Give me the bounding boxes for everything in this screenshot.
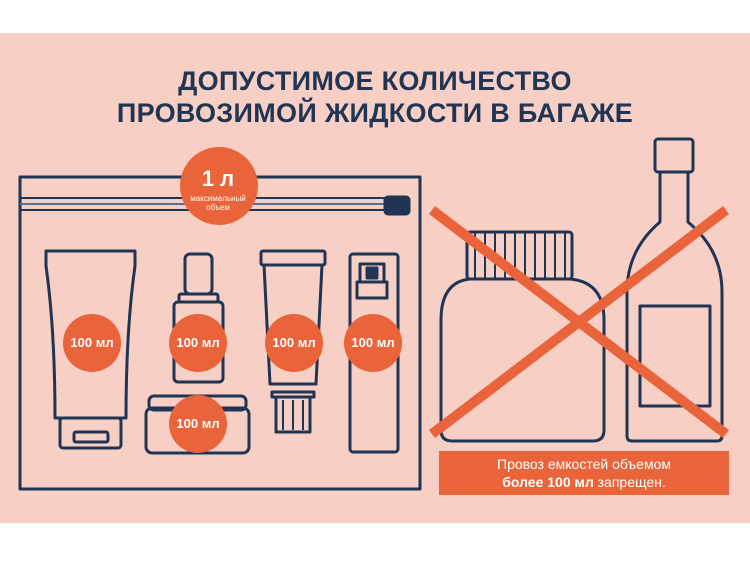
warning-rest: запрещен.	[593, 474, 666, 490]
title-line-2: ПРОВОЗИМОЙ ЖИДКОСТИ В БАГАЖЕ	[116, 98, 634, 128]
liter-caption-line-2: объем	[206, 203, 230, 212]
tube-icon	[44, 249, 137, 450]
liter-caption-line-1: максимальный	[190, 194, 246, 203]
large-bottle-icon	[625, 137, 724, 443]
warning-line-1: Провоз емкостей объемом	[497, 456, 671, 472]
volume-label: 100 мл	[70, 335, 114, 350]
volume-label: 100 мл	[176, 416, 220, 431]
title-line-1: ДОПУСТИМОЕ КОЛИЧЕСТВО	[178, 66, 572, 96]
warning-bold: более 100 мл	[502, 474, 594, 490]
small-tube-badge	[265, 314, 323, 372]
warning-line-2: более 100 мл запрещен.	[439, 473, 729, 491]
liter-badge	[180, 147, 258, 225]
spray-badge	[344, 314, 402, 372]
forbidden-cross-icon	[428, 206, 730, 438]
volume-label: 100 мл	[351, 335, 395, 350]
volume-label: 100 мл	[176, 335, 220, 350]
dropper-badge	[169, 314, 227, 372]
liter-caption: максимальный объем	[180, 194, 256, 212]
warning-banner: Провоз емкостей объемом более 100 мл зап…	[439, 451, 729, 495]
tube-badge	[63, 314, 121, 372]
jar-badge	[169, 395, 227, 453]
volume-label: 100 мл	[272, 335, 316, 350]
liter-value: 1 л	[201, 166, 235, 191]
